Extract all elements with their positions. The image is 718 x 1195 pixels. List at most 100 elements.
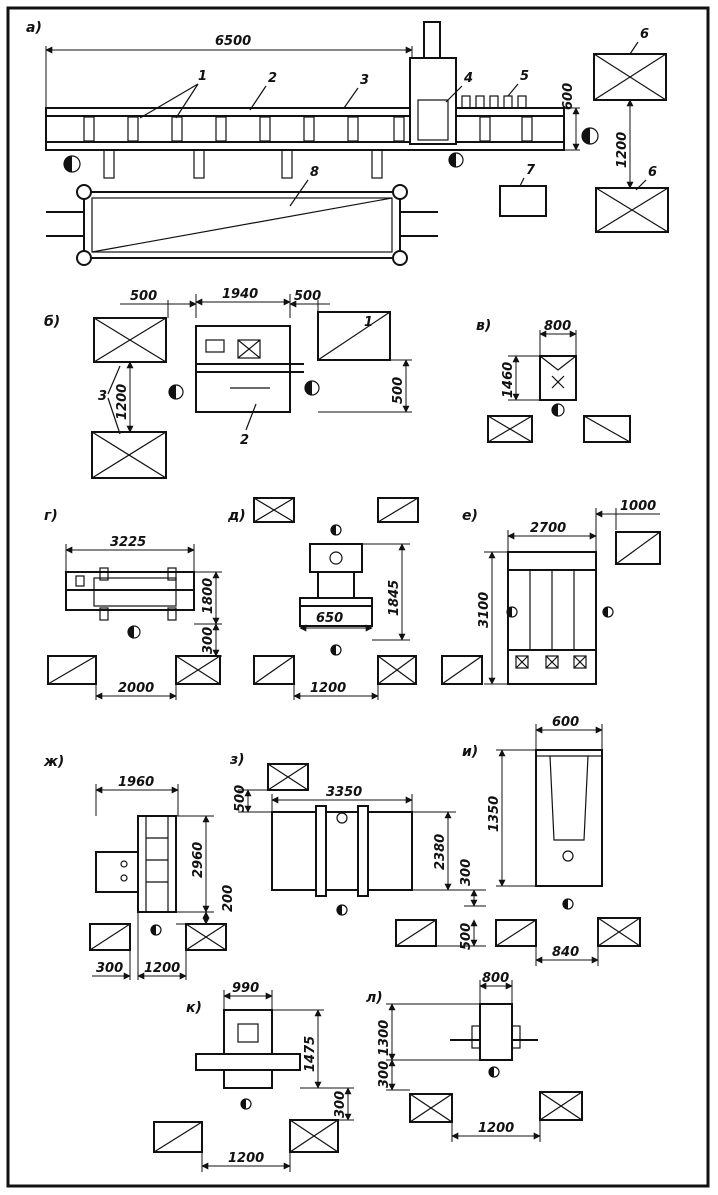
dim-width: 990 — [232, 981, 259, 996]
dim-width: 800 — [544, 319, 571, 334]
dim-depth: 2380 — [433, 834, 448, 870]
panel-v: в) 800 1460 — [476, 318, 631, 443]
box-7 — [499, 185, 547, 217]
dim-front: 300 — [459, 859, 474, 886]
stack-left — [495, 919, 537, 947]
stack-left — [153, 1121, 203, 1153]
stack-left — [441, 655, 483, 685]
panel-e: е) 2700 1000 3100 — [441, 499, 661, 685]
callout: 2 — [268, 71, 277, 86]
callout: 8 — [310, 165, 319, 180]
machine-body — [479, 1003, 513, 1061]
dim-left: 500 — [130, 289, 157, 304]
dim-depth: 1300 — [377, 1020, 392, 1056]
callout: 1 — [198, 69, 207, 84]
line-body — [45, 107, 565, 151]
callout: 4 — [463, 71, 473, 86]
dim-depth: 3100 — [477, 592, 492, 628]
panel-k: к) 990 1475 300 1200 — [153, 981, 354, 1172]
panel-b: б) 500 1940 500 1200 3 — [44, 287, 412, 479]
stack-left — [89, 923, 131, 951]
stack-3-top — [93, 317, 167, 363]
stack-left — [487, 415, 533, 443]
panel-label: б) — [44, 314, 60, 330]
machine-head — [309, 543, 363, 573]
dim-spacing: 1200 — [144, 961, 180, 976]
dim-width: 600 — [552, 715, 579, 730]
stack-6-top — [593, 53, 667, 101]
stack-top — [267, 763, 309, 791]
dim-spacing: 1200 — [228, 1151, 264, 1166]
dim-width: 650 — [316, 611, 343, 626]
stack-right — [583, 415, 631, 443]
dim-left: 300 — [96, 961, 123, 976]
panel-label: ж) — [43, 754, 64, 770]
dim-depth: 2960 — [191, 842, 206, 878]
dim-front: 500 — [391, 377, 406, 404]
stack-left — [47, 655, 97, 685]
callout: 3 — [98, 389, 107, 404]
unit-blocks — [83, 116, 533, 142]
stack-left — [409, 1093, 453, 1123]
stack-3-bottom — [91, 431, 167, 479]
machine-body — [539, 355, 577, 401]
panel-label: а) — [26, 20, 42, 36]
panel-g: г) 3225 1800 300 2000 — [44, 508, 222, 700]
callout: 2 — [240, 433, 249, 448]
dim-side: 500 — [459, 923, 474, 950]
stack-bottom-right — [377, 655, 417, 685]
dim-spacing: 1200 — [115, 384, 130, 420]
panel-label: д) — [227, 508, 246, 524]
dim-depth: 1350 — [487, 796, 502, 832]
panel-label: л) — [366, 990, 383, 1006]
dim-length: 6500 — [215, 34, 251, 49]
dim-width: 2700 — [530, 521, 566, 536]
stack-right — [615, 531, 661, 565]
dim-depth: 1845 — [387, 580, 402, 616]
dim-front: 300 — [201, 627, 216, 654]
machine-body — [535, 749, 603, 887]
panel-label: з) — [229, 752, 245, 768]
panel-label: г) — [44, 508, 58, 524]
callout: 6 — [648, 165, 657, 180]
stack-right — [597, 917, 641, 947]
dim-width: 3350 — [326, 785, 362, 800]
stack-1 — [317, 311, 391, 361]
panel-label: и) — [462, 744, 478, 760]
panel-a: а) 6500 — [26, 20, 669, 266]
panel-d: д) 650 1845 — [227, 497, 419, 700]
machine-body — [223, 1009, 273, 1089]
dim-right: 500 — [294, 289, 321, 304]
dim-spacing: 1200 — [310, 681, 346, 696]
panel-z: з) 500 3350 2380 300 500 — [229, 752, 486, 950]
stack-top-left — [253, 497, 295, 523]
stack-right — [289, 1119, 339, 1153]
dim-spacing: 840 — [552, 945, 579, 960]
stack-6-bottom — [595, 187, 669, 233]
dim-width: 800 — [482, 971, 509, 986]
callout: 1 — [364, 315, 373, 330]
support-legs — [103, 149, 383, 179]
callout: 5 — [520, 69, 529, 84]
panel-zh: ж) 1960 2960 200 — [43, 754, 236, 980]
machine-side — [95, 851, 139, 893]
callout: 6 — [640, 27, 649, 42]
outer-frame — [6, 6, 710, 1188]
dim-depth: 1460 — [501, 362, 516, 398]
dim-spacing: 1200 — [478, 1121, 514, 1136]
stack-top-right — [377, 497, 419, 523]
stack-right — [175, 655, 221, 685]
panel-label: к) — [186, 1000, 202, 1016]
dim-depth: 1475 — [303, 1036, 318, 1072]
machine-body — [137, 815, 177, 913]
dim-width: 600 — [561, 83, 576, 110]
callout: 3 — [360, 73, 369, 88]
dim-spacing: 1200 — [615, 132, 630, 168]
callout: 7 — [526, 163, 536, 178]
dim-back: 500 — [233, 785, 248, 812]
dim-length: 3225 — [110, 535, 146, 550]
panel-label: в) — [476, 318, 491, 334]
dim-front: 200 — [221, 885, 236, 912]
